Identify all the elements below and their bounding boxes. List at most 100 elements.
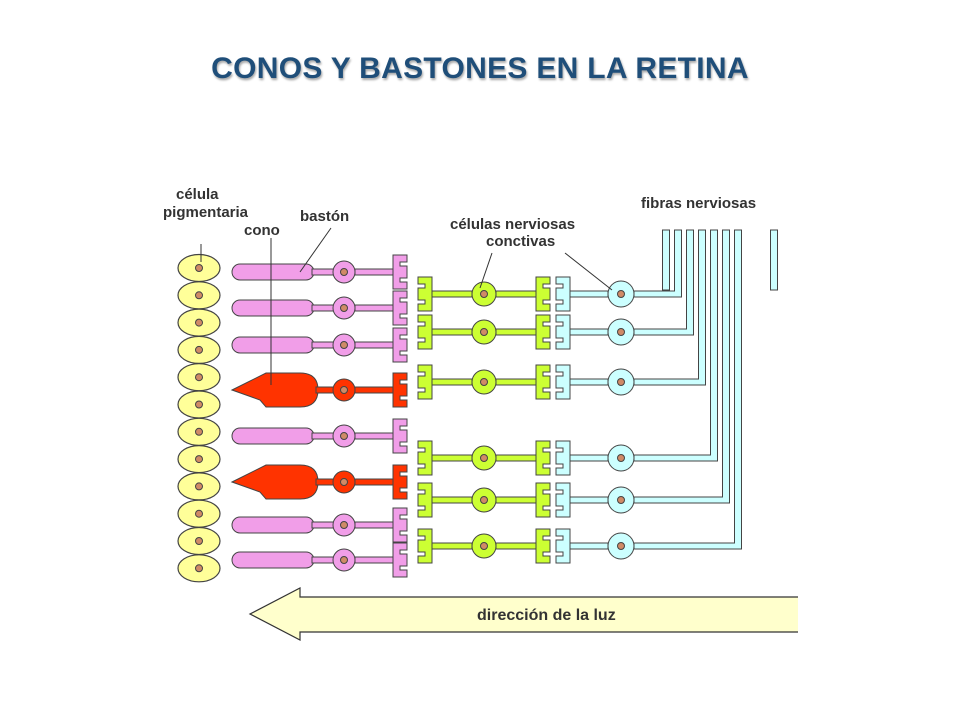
- pigment-cell-nucleus: [195, 291, 203, 300]
- pigment-cell: [177, 472, 221, 501]
- bipolar-nucleus: [480, 542, 488, 550]
- bipolar-nucleus: [480, 378, 488, 386]
- ganglion-dendrite-terminal: [555, 482, 571, 518]
- ganglion-dendrite-terminal: [555, 528, 571, 564]
- bipolar-axon: [495, 290, 537, 298]
- rod-outer-segment: [231, 427, 315, 445]
- rod-connector: [311, 304, 335, 312]
- ganglion-dendrite: [569, 542, 609, 550]
- ganglion-dendrite-terminal: [555, 314, 571, 350]
- pigment-cell: [177, 554, 221, 583]
- pigment-cell-column: [177, 253, 221, 583]
- light-direction-arrow: dirección de la luz: [248, 587, 798, 641]
- cone-axon: [354, 478, 394, 486]
- pigment-cell: [177, 308, 221, 337]
- pointer-nerve-cells-ganglion: [564, 252, 613, 291]
- bipolar-nucleus: [480, 454, 488, 462]
- rod-axon: [354, 304, 394, 312]
- ganglion-dendrite: [569, 378, 609, 386]
- rod-outer-segment: [231, 263, 315, 281]
- rod-synaptic-terminal: [392, 542, 408, 578]
- pigment-cell-nucleus: [195, 427, 203, 436]
- cone-connector: [315, 478, 335, 486]
- bipolar-axon: [495, 378, 537, 386]
- bipolar-dendrite-terminal: [417, 440, 433, 476]
- rod-outer-segment: [231, 516, 315, 534]
- rod-synaptic-terminal: [392, 290, 408, 326]
- rod-connector: [311, 556, 335, 564]
- bipolar-axon: [495, 542, 537, 550]
- pigment-cell: [177, 445, 221, 474]
- pigment-cell: [177, 335, 221, 364]
- rod-outer-segment: [231, 299, 315, 317]
- neuron-rows: [230, 254, 635, 578]
- bipolar-ganglion-row: [417, 528, 635, 564]
- bipolar-synaptic-terminal: [535, 440, 551, 476]
- label-pigment-cell-line1: célula: [176, 186, 219, 203]
- ganglion-nucleus: [617, 328, 625, 336]
- bipolar-nucleus: [480, 328, 488, 336]
- rod-nucleus: [340, 556, 348, 564]
- pigment-cell-nucleus: [195, 564, 203, 573]
- ganglion-dendrite: [569, 454, 609, 462]
- rod-axon: [354, 521, 394, 529]
- pigment-cell-nucleus: [195, 264, 203, 272]
- pigment-cell: [177, 281, 221, 310]
- bipolar-axon: [495, 454, 537, 462]
- cone-synaptic-terminal: [392, 464, 408, 500]
- label-nerve-fibers: fibras nerviosas: [641, 195, 756, 212]
- pigment-cell: [177, 363, 221, 392]
- bipolar-dendrite-terminal: [417, 276, 433, 312]
- rod-connector: [311, 268, 335, 276]
- nerve-fiber: [633, 229, 682, 298]
- bipolar-dendrite-terminal: [417, 364, 433, 400]
- bipolar-ganglion-row: [417, 440, 635, 476]
- bipolar-synaptic-terminal: [535, 276, 551, 312]
- pointer-rod: [299, 227, 332, 273]
- label-pigment-cell-line2: pigmentaria: [163, 204, 249, 221]
- pigment-cell: [177, 417, 221, 446]
- bipolar-ganglion-row: [417, 364, 635, 400]
- bipolar-dendrite: [431, 328, 473, 336]
- rod-synaptic-terminal: [392, 418, 408, 454]
- bipolar-nucleus: [480, 496, 488, 504]
- ganglion-dendrite: [569, 328, 609, 336]
- rod-nucleus: [340, 521, 348, 529]
- pigment-cell-nucleus: [195, 537, 203, 545]
- cone-connector: [315, 386, 335, 394]
- bipolar-dendrite: [431, 496, 473, 504]
- pigment-cell-nucleus: [195, 482, 203, 491]
- label-cone: cono: [244, 222, 280, 239]
- rod-outer-segment: [231, 551, 315, 569]
- bipolar-dendrite: [431, 290, 473, 298]
- pigment-cell-nucleus: [195, 455, 203, 464]
- bipolar-nucleus: [480, 290, 488, 298]
- rod-cell: [231, 507, 408, 543]
- bipolar-synaptic-terminal: [535, 364, 551, 400]
- cone-nucleus: [340, 386, 348, 394]
- ganglion-nucleus: [617, 290, 625, 298]
- cone-outer-segment: [230, 372, 319, 408]
- rod-axon: [354, 556, 394, 564]
- nerve-fiber: [662, 229, 670, 291]
- rod-cell: [231, 542, 408, 578]
- rod-cell: [231, 327, 408, 363]
- rod-connector: [311, 432, 335, 440]
- bipolar-dendrite: [431, 454, 473, 462]
- rod-axon: [354, 432, 394, 440]
- label-pointers: [200, 227, 613, 385]
- nerve-fibers: [633, 229, 778, 550]
- cone-nucleus: [340, 478, 348, 486]
- rod-synaptic-terminal: [392, 327, 408, 363]
- rod-synaptic-terminal: [392, 507, 408, 543]
- bipolar-axon: [495, 496, 537, 504]
- rod-nucleus: [340, 432, 348, 440]
- rod-nucleus: [340, 304, 348, 312]
- cone-cell: [230, 372, 408, 408]
- pigment-cell-nucleus: [195, 373, 203, 382]
- rod-outer-segment: [231, 336, 315, 354]
- bipolar-synaptic-terminal: [535, 314, 551, 350]
- ganglion-nucleus: [617, 496, 625, 504]
- ganglion-dendrite-terminal: [555, 364, 571, 400]
